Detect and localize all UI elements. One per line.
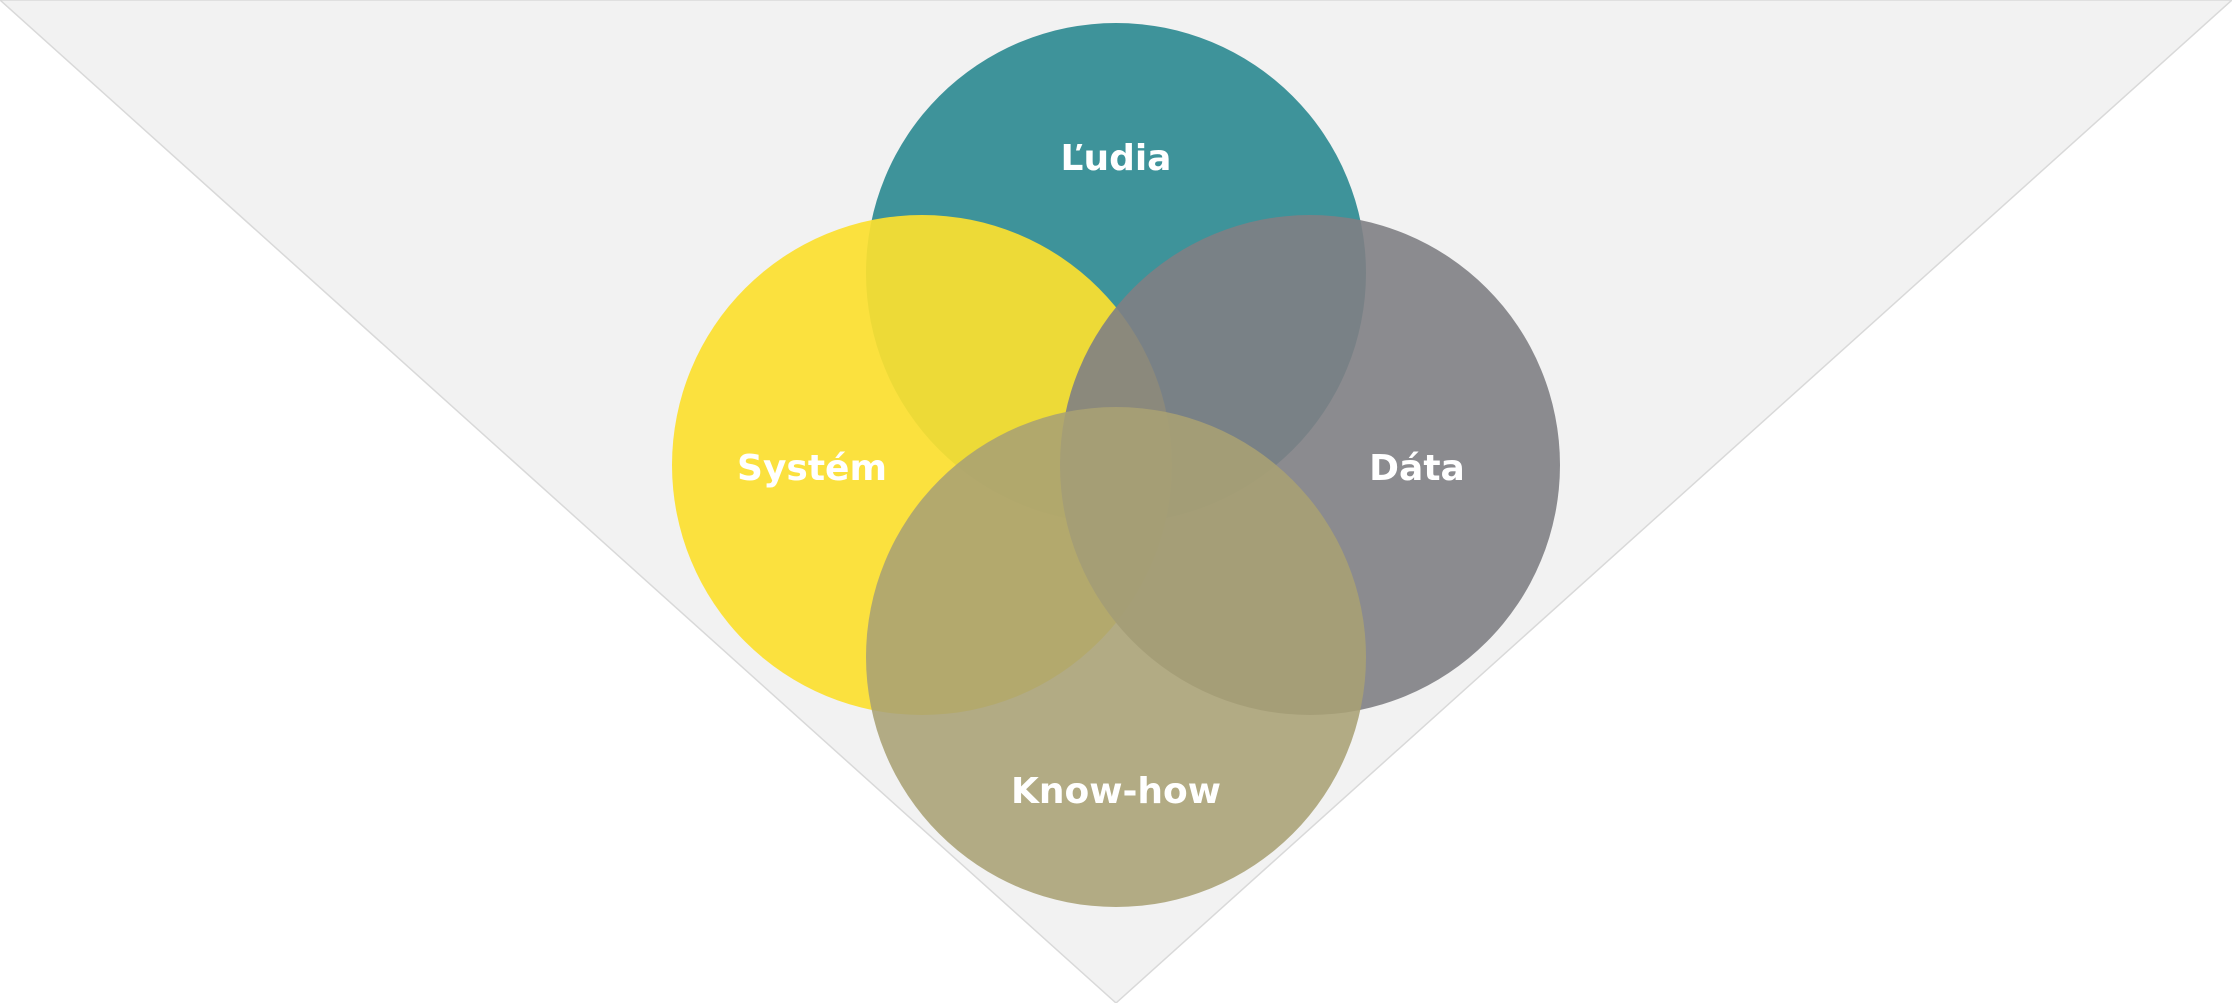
label-ludia: Ľudia <box>1061 138 1172 179</box>
circle-know-how <box>866 407 1366 907</box>
label-know-how: Know-how <box>1011 771 1221 812</box>
label-data: Dáta <box>1369 448 1465 489</box>
label-system: Systém <box>737 448 887 489</box>
